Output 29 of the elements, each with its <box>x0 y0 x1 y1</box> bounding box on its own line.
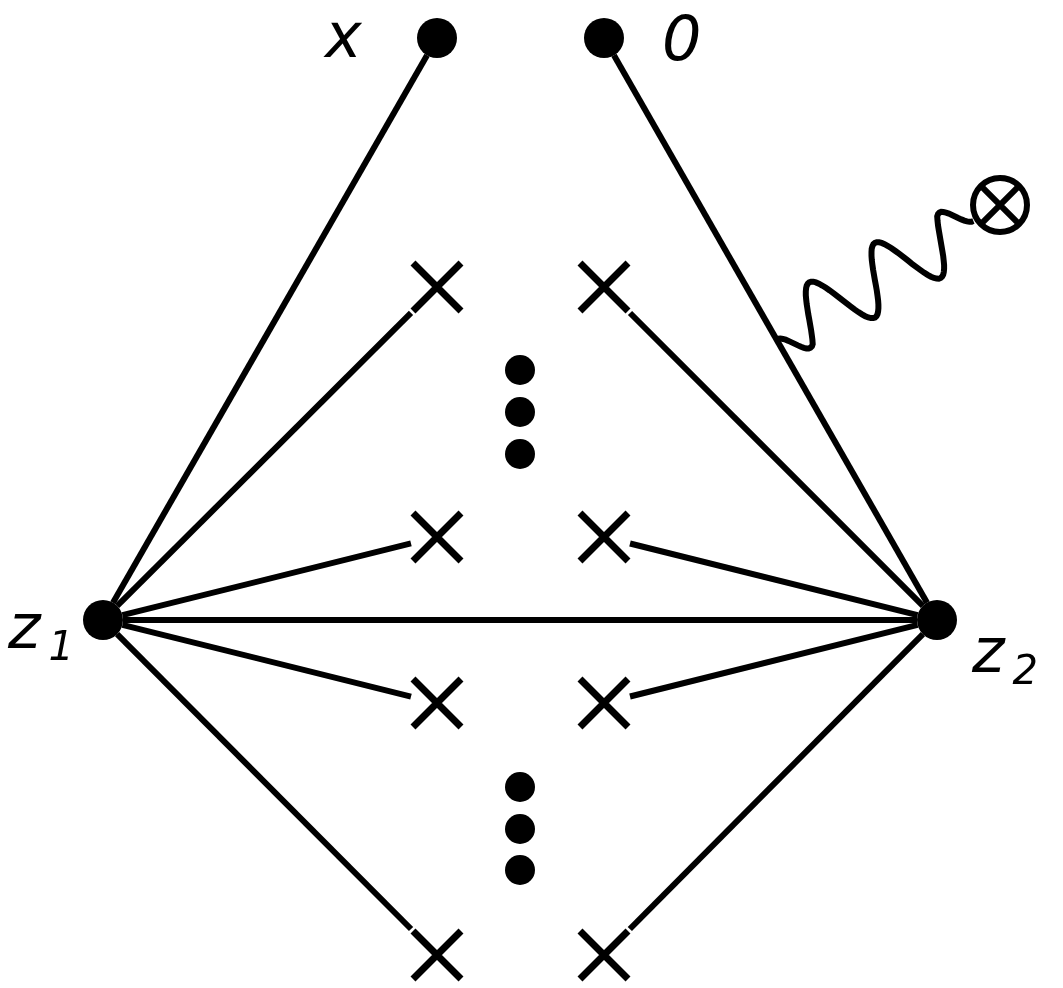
propagator-line <box>629 621 919 700</box>
vertex-dot <box>83 600 123 640</box>
propagator-line <box>121 540 412 619</box>
cross-mark <box>411 511 463 563</box>
vertex-label: z$_{1}$ <box>8 596 74 666</box>
cross-mark <box>411 677 463 729</box>
propagator-line <box>123 617 917 623</box>
cross-mark <box>578 261 630 313</box>
propagator-line <box>110 53 430 605</box>
vertex-label: x <box>325 5 362 67</box>
propagator-line <box>115 310 414 608</box>
propagator-line <box>629 540 919 619</box>
cross-mark <box>411 929 463 981</box>
cross-mark <box>578 677 630 729</box>
wavy-line <box>775 208 975 352</box>
cross-mark <box>578 511 630 563</box>
propagator-line <box>115 632 414 932</box>
propagator-line <box>121 621 412 700</box>
vertex-dot <box>584 18 624 58</box>
propagator-line <box>627 310 925 608</box>
vertex-dot <box>417 18 457 58</box>
cross-mark <box>578 929 630 981</box>
vertex-label: 0 <box>662 8 702 70</box>
vertex-dot <box>917 600 957 640</box>
cross-mark <box>411 261 463 313</box>
crossed-circle <box>969 174 1031 236</box>
propagator-line <box>627 632 926 932</box>
propagator-line <box>611 53 930 605</box>
vertex-label: z$_{2}$ <box>972 620 1038 690</box>
